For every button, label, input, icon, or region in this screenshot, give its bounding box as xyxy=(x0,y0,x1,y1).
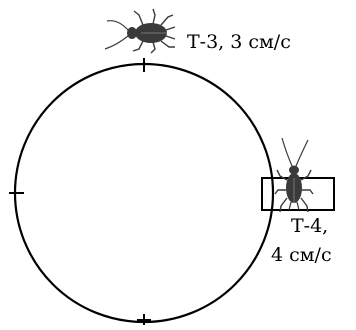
circular-track xyxy=(13,62,275,324)
label-t3: Т-3, 3 см/с xyxy=(187,31,291,53)
cockroach-icon xyxy=(274,137,314,213)
cockroach-icon xyxy=(104,8,176,54)
label-t4-line2: 4 см/с xyxy=(271,244,332,266)
label-t4-line1: Т-4, xyxy=(291,215,329,237)
cockroach-t3 xyxy=(104,8,176,54)
cockroach-t4 xyxy=(274,137,314,213)
